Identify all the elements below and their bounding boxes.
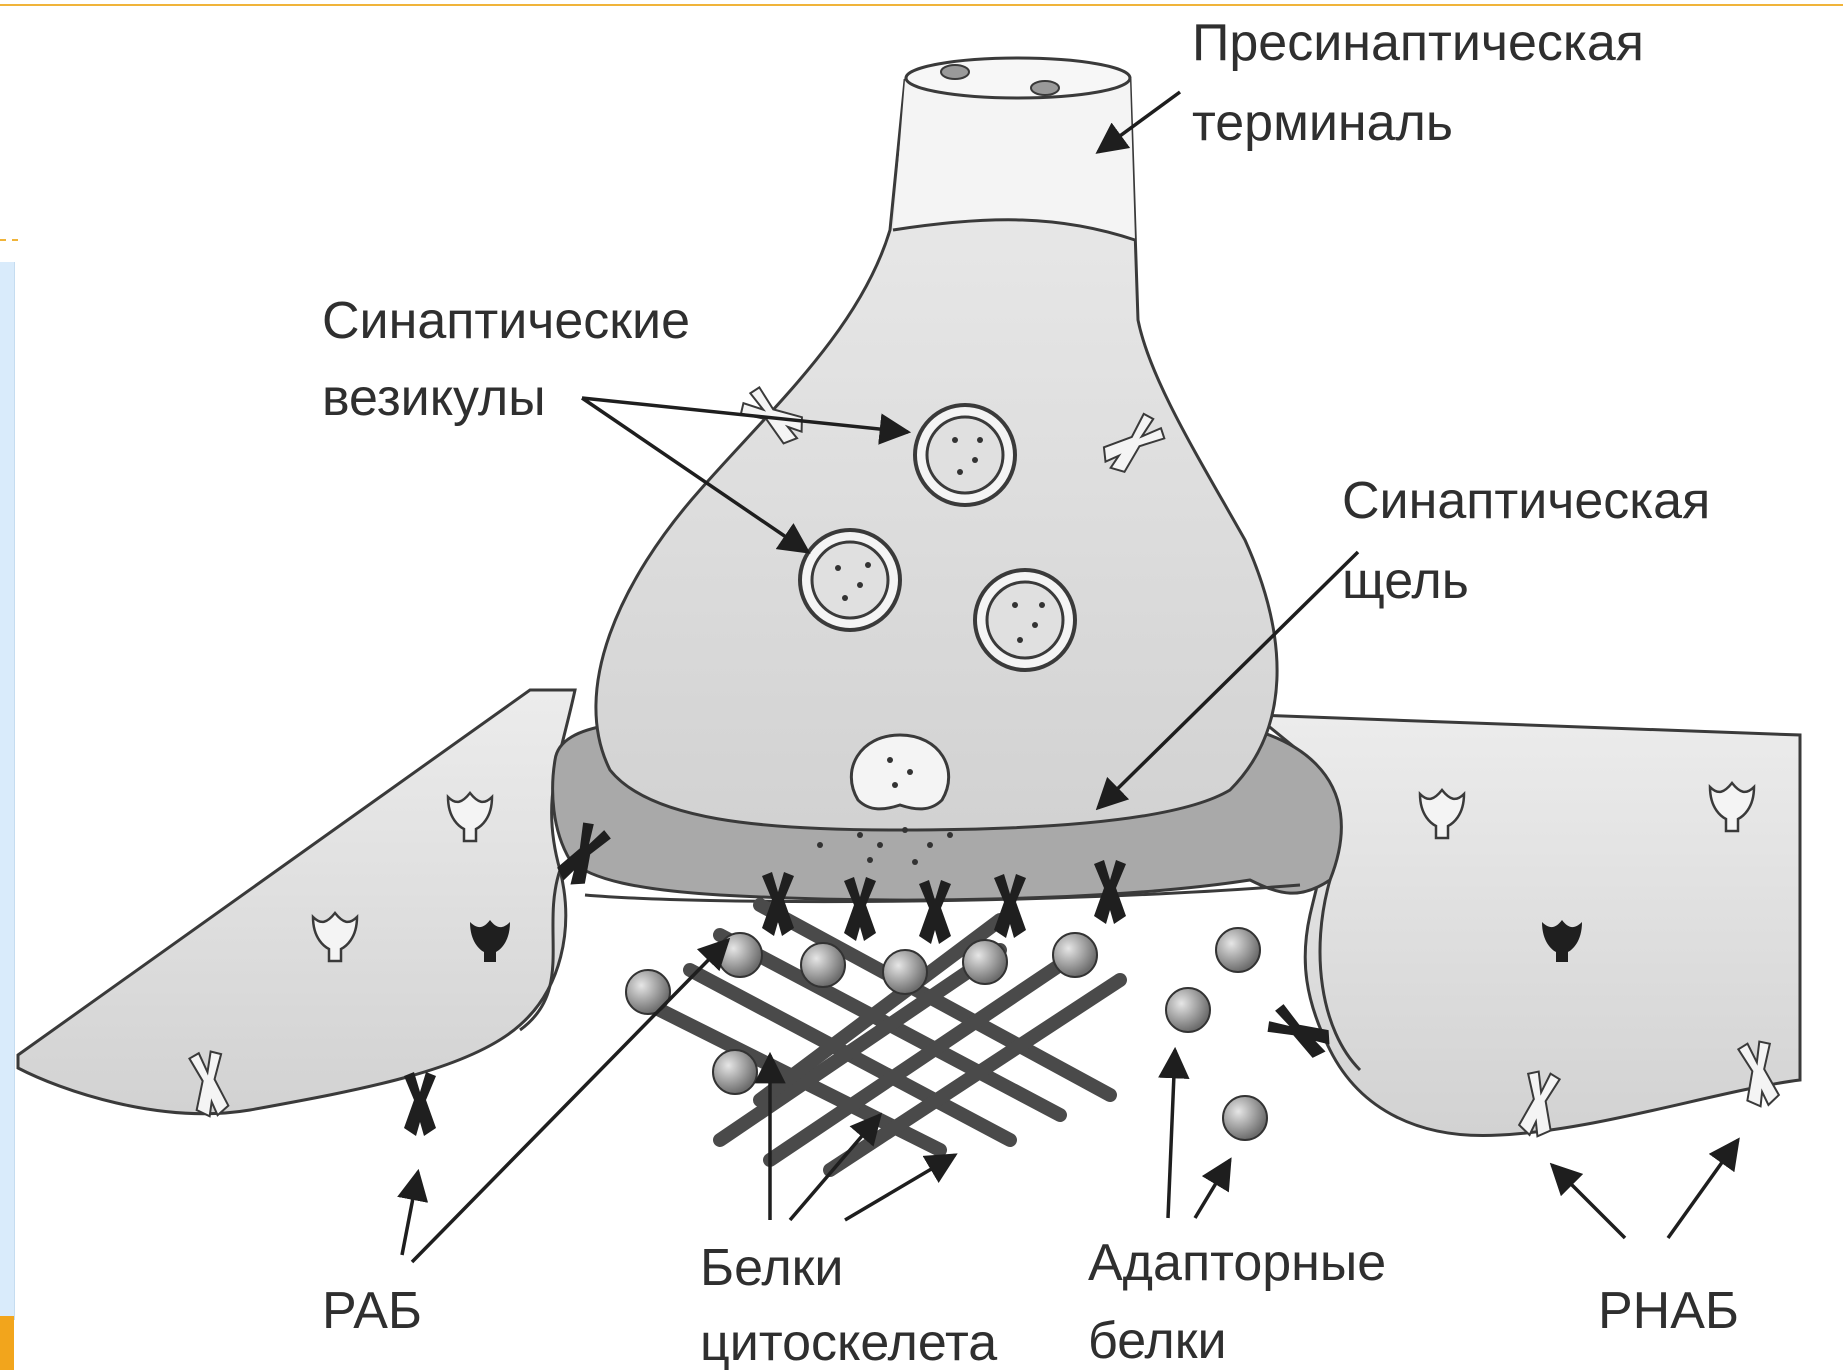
- vesicle-icon: [800, 530, 900, 630]
- label-vesicles-1: Синаптические: [322, 292, 690, 350]
- fusing-vesicle: [851, 735, 948, 809]
- label-cytoskeleton-1: Белки: [700, 1239, 843, 1297]
- label-vesicles-2: везикулы: [322, 369, 546, 427]
- label-presynaptic-2: терминаль: [1192, 94, 1453, 152]
- label-adaptor-2: белки: [1088, 1312, 1227, 1370]
- label-cleft-1: Синаптическая: [1342, 472, 1710, 530]
- vesicle-icon: [975, 570, 1075, 670]
- postsynaptic-cell-right: [1255, 715, 1800, 1136]
- label-cytoskeleton-2: цитоскелета: [700, 1314, 997, 1370]
- cytoskeleton-lattice: [640, 905, 1120, 1170]
- vesicle-icon: [915, 405, 1015, 505]
- label-presynaptic-1: Пресинаптическая: [1192, 14, 1644, 72]
- label-rnab: РНАБ: [1598, 1282, 1739, 1340]
- postsynaptic-cell-left: [18, 690, 575, 1114]
- label-rab: РАБ: [322, 1282, 422, 1340]
- label-cleft-2: щель: [1342, 552, 1469, 610]
- label-adaptor-1: Адапторные: [1088, 1234, 1386, 1292]
